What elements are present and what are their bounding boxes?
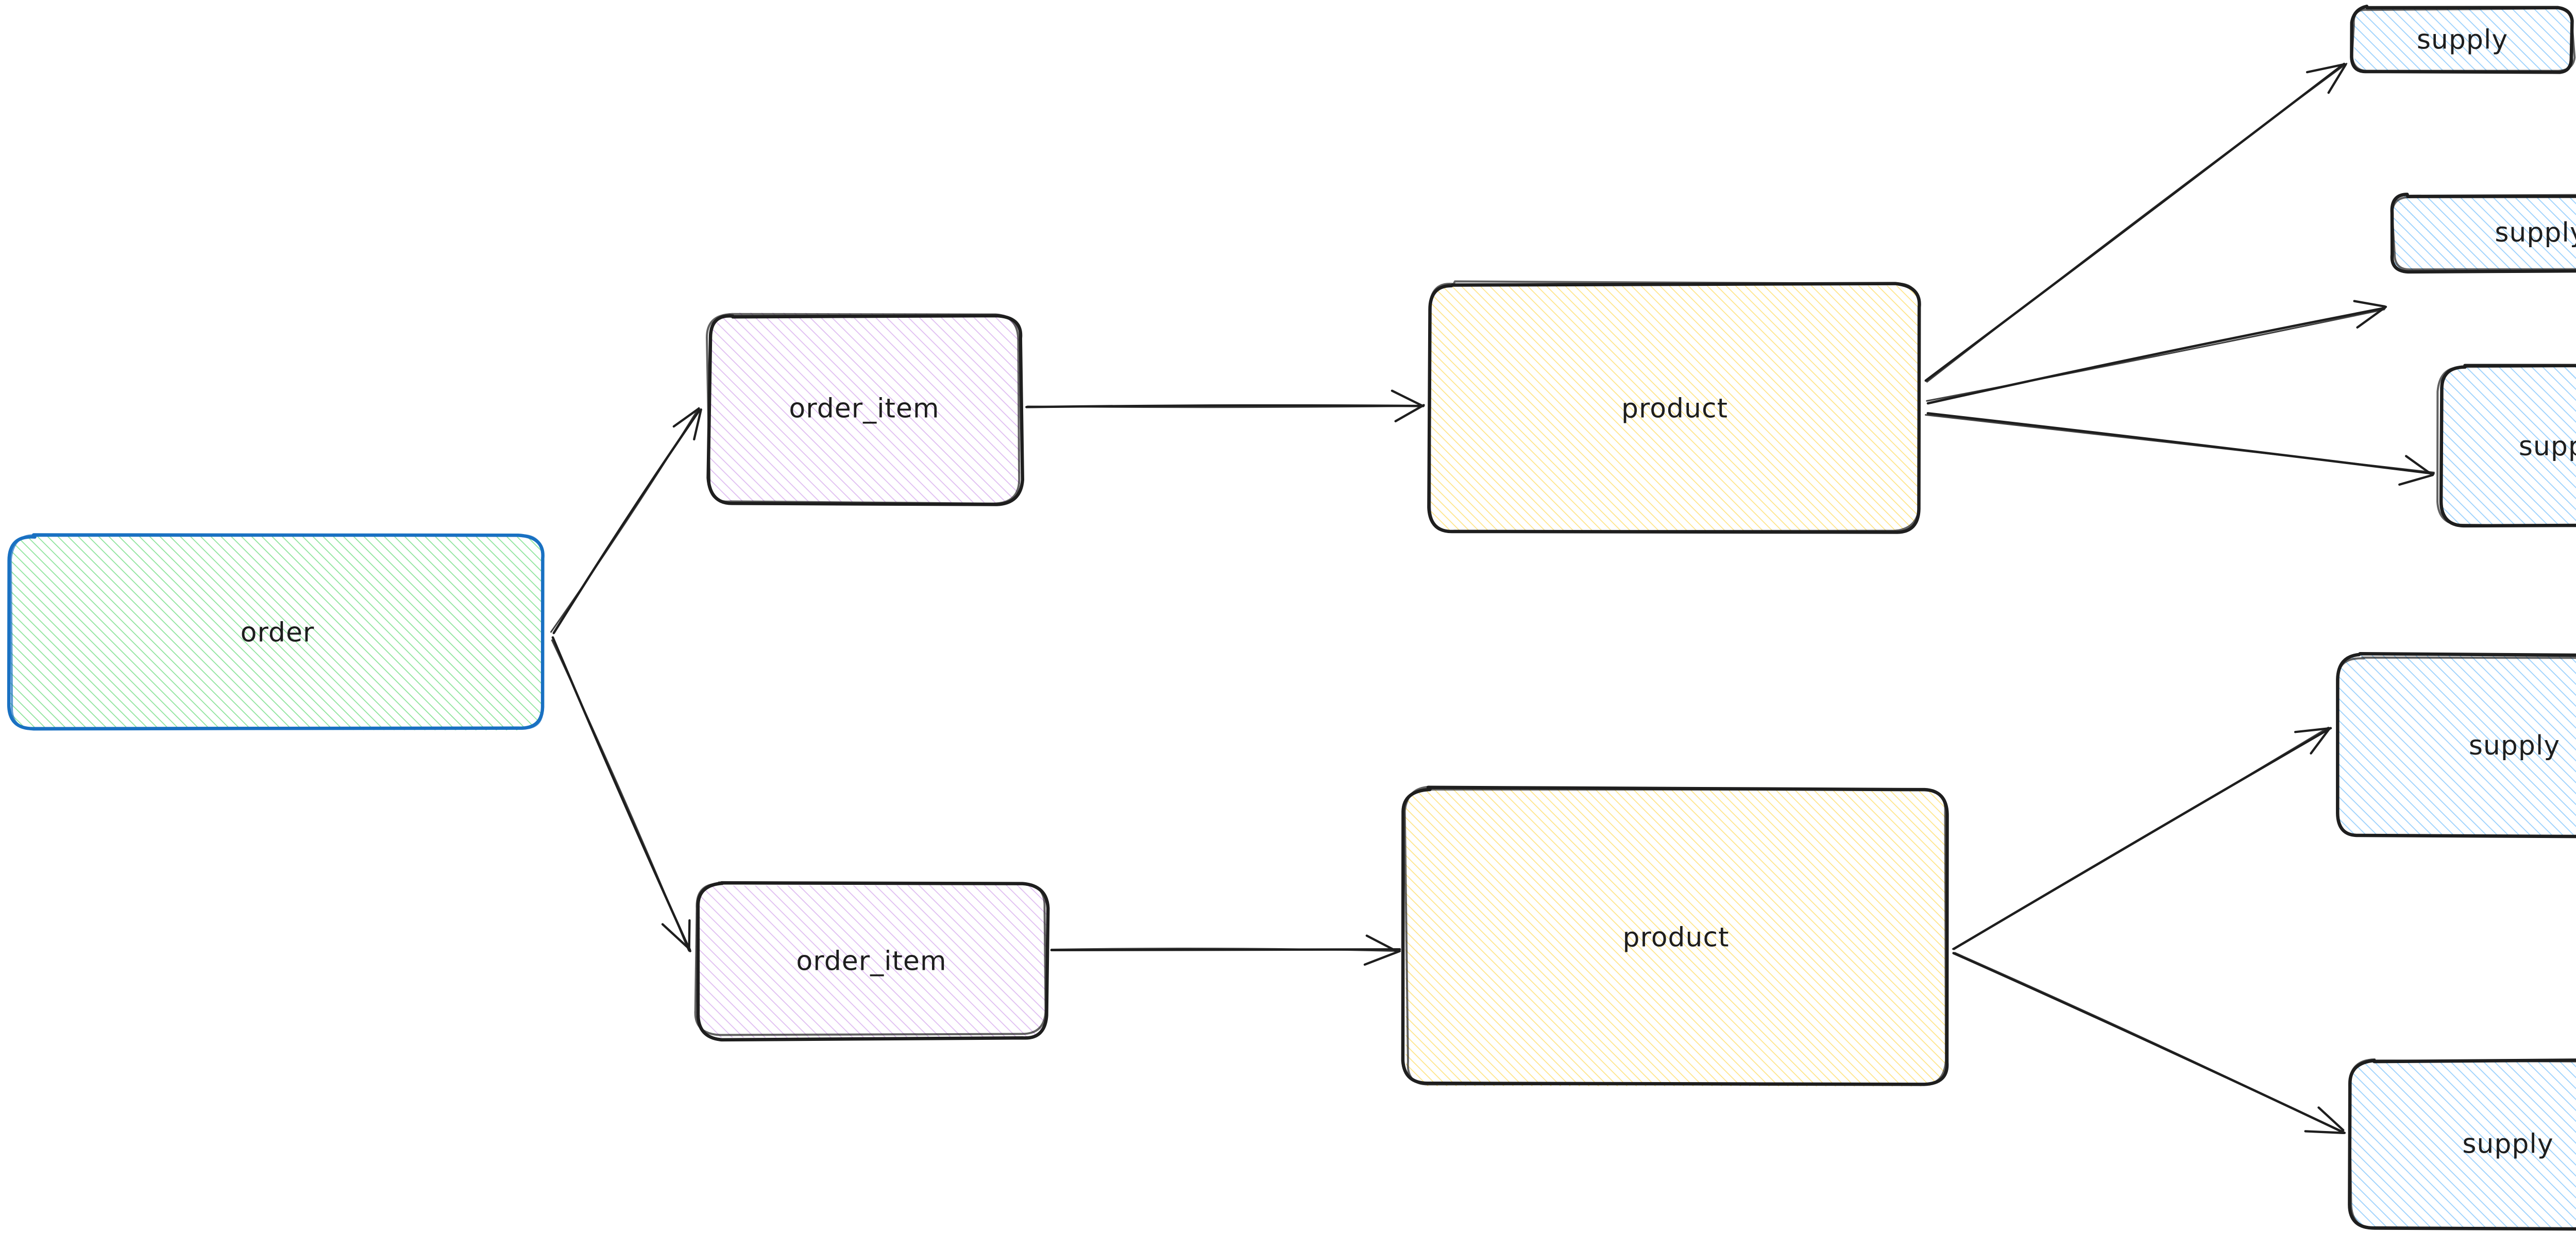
node-border (2351, 7, 2576, 72)
arrowhead-barb-0 (1394, 404, 1425, 422)
nodes-layer: orderorder_itemorder_itemproductproducts… (7, 5, 2576, 1231)
edge-line (1954, 952, 2345, 1134)
edge-product_bottom-to-supply_5 (1952, 952, 2346, 1134)
edges-layer (550, 62, 2435, 1134)
arrowhead-barb-0 (661, 923, 691, 951)
edge-product_top-to-supply_1 (1924, 62, 2348, 383)
node-hatch-fill (10, 535, 545, 731)
edge-product_bottom-to-supply_4 (1952, 726, 2332, 950)
node-hatch-fill (696, 885, 1047, 1038)
node-label: order_item (789, 393, 939, 424)
node-order_item_bottom[interactable]: order_item (694, 881, 1050, 1042)
arrowhead-barb-1 (2353, 300, 2386, 308)
edge-line (1926, 62, 2348, 383)
node-order_item_top[interactable]: order_item (705, 313, 1024, 506)
arrowhead-barb-1 (2306, 63, 2346, 74)
arrowhead-barb-0 (1363, 950, 1401, 966)
edge-order_item_top-to-product_top (1025, 389, 1425, 422)
node-label: supply (2469, 730, 2560, 761)
arrowhead-barb-0 (2398, 474, 2434, 486)
node-label: product (1621, 393, 1728, 424)
node-border (694, 881, 1047, 1036)
node-hatch-fill (2337, 653, 2576, 836)
arrowhead-barb-0 (693, 408, 702, 441)
node-border (2391, 194, 2576, 271)
node-supply_1[interactable]: supply (2350, 5, 2576, 74)
edge-product_top-to-supply_3 (1925, 412, 2435, 486)
arrowhead-barb-0 (2310, 728, 2331, 755)
node-border (2436, 365, 2576, 527)
node-border (1429, 280, 1921, 533)
edge-line (1050, 947, 1398, 952)
node-border (696, 881, 1050, 1042)
node-label: supply (2417, 25, 2508, 56)
node-product_top[interactable]: product (1427, 280, 1921, 534)
arrowhead-barb-1 (672, 407, 700, 428)
node-label: order (241, 618, 315, 648)
arrowhead-barb-1 (1365, 934, 1398, 953)
arrowhead-barb-1 (688, 919, 691, 952)
edge-order-to-order_item_top (550, 407, 702, 635)
edge-line (1925, 414, 2435, 473)
arrowhead-barb-1 (2405, 455, 2433, 476)
node-label: supply (2462, 1129, 2553, 1160)
node-order[interactable]: order (7, 533, 547, 731)
arrowhead-barb-0 (2356, 305, 2387, 329)
node-supply_2[interactable]: supply (2390, 193, 2576, 274)
node-hatch-fill (1405, 787, 1949, 1087)
node-hatch-fill (2351, 1060, 2576, 1229)
node-hatch-fill (2352, 5, 2572, 73)
edge-line (1026, 405, 1423, 408)
node-label: supply (2519, 431, 2576, 462)
node-hatch-fill (1428, 284, 1920, 532)
node-supply_3[interactable]: supply (2436, 364, 2576, 528)
node-border (705, 313, 1021, 505)
arrowhead-barb-1 (2294, 727, 2332, 733)
node-supply_4[interactable]: supply (2336, 652, 2576, 838)
node-border (1403, 785, 1947, 1086)
edge-line (1952, 726, 2329, 950)
edge-line (550, 407, 700, 633)
arrowhead-barb-0 (2327, 63, 2347, 94)
arrowhead-barb-1 (2317, 1106, 2345, 1132)
node-label: order_item (796, 946, 946, 977)
node-border (2348, 1058, 2576, 1230)
edge-line (551, 639, 689, 951)
arrowhead-barb-1 (1391, 389, 1424, 407)
edge-order-to-order_item_bottom (551, 636, 691, 952)
node-label: supply (2495, 217, 2576, 248)
node-hatch-fill (2391, 195, 2576, 271)
node-border (2439, 364, 2576, 528)
arrowhead-barb-0 (2304, 1130, 2345, 1134)
node-hatch-fill (2441, 365, 2576, 527)
node-border (10, 534, 544, 731)
node-border (2390, 193, 2576, 274)
node-border (706, 314, 1024, 506)
node-label: product (1622, 922, 1729, 953)
node-product_bottom[interactable]: product (1401, 785, 1949, 1087)
node-supply_5[interactable]: supply (2348, 1058, 2576, 1231)
edge-order_item_bottom-to-product_bottom (1050, 934, 1401, 966)
node-border (2336, 656, 2576, 837)
node-hatch-fill (708, 313, 1021, 503)
edge-line (1926, 309, 2385, 402)
edge-product_top-to-supply_2 (1926, 300, 2387, 405)
